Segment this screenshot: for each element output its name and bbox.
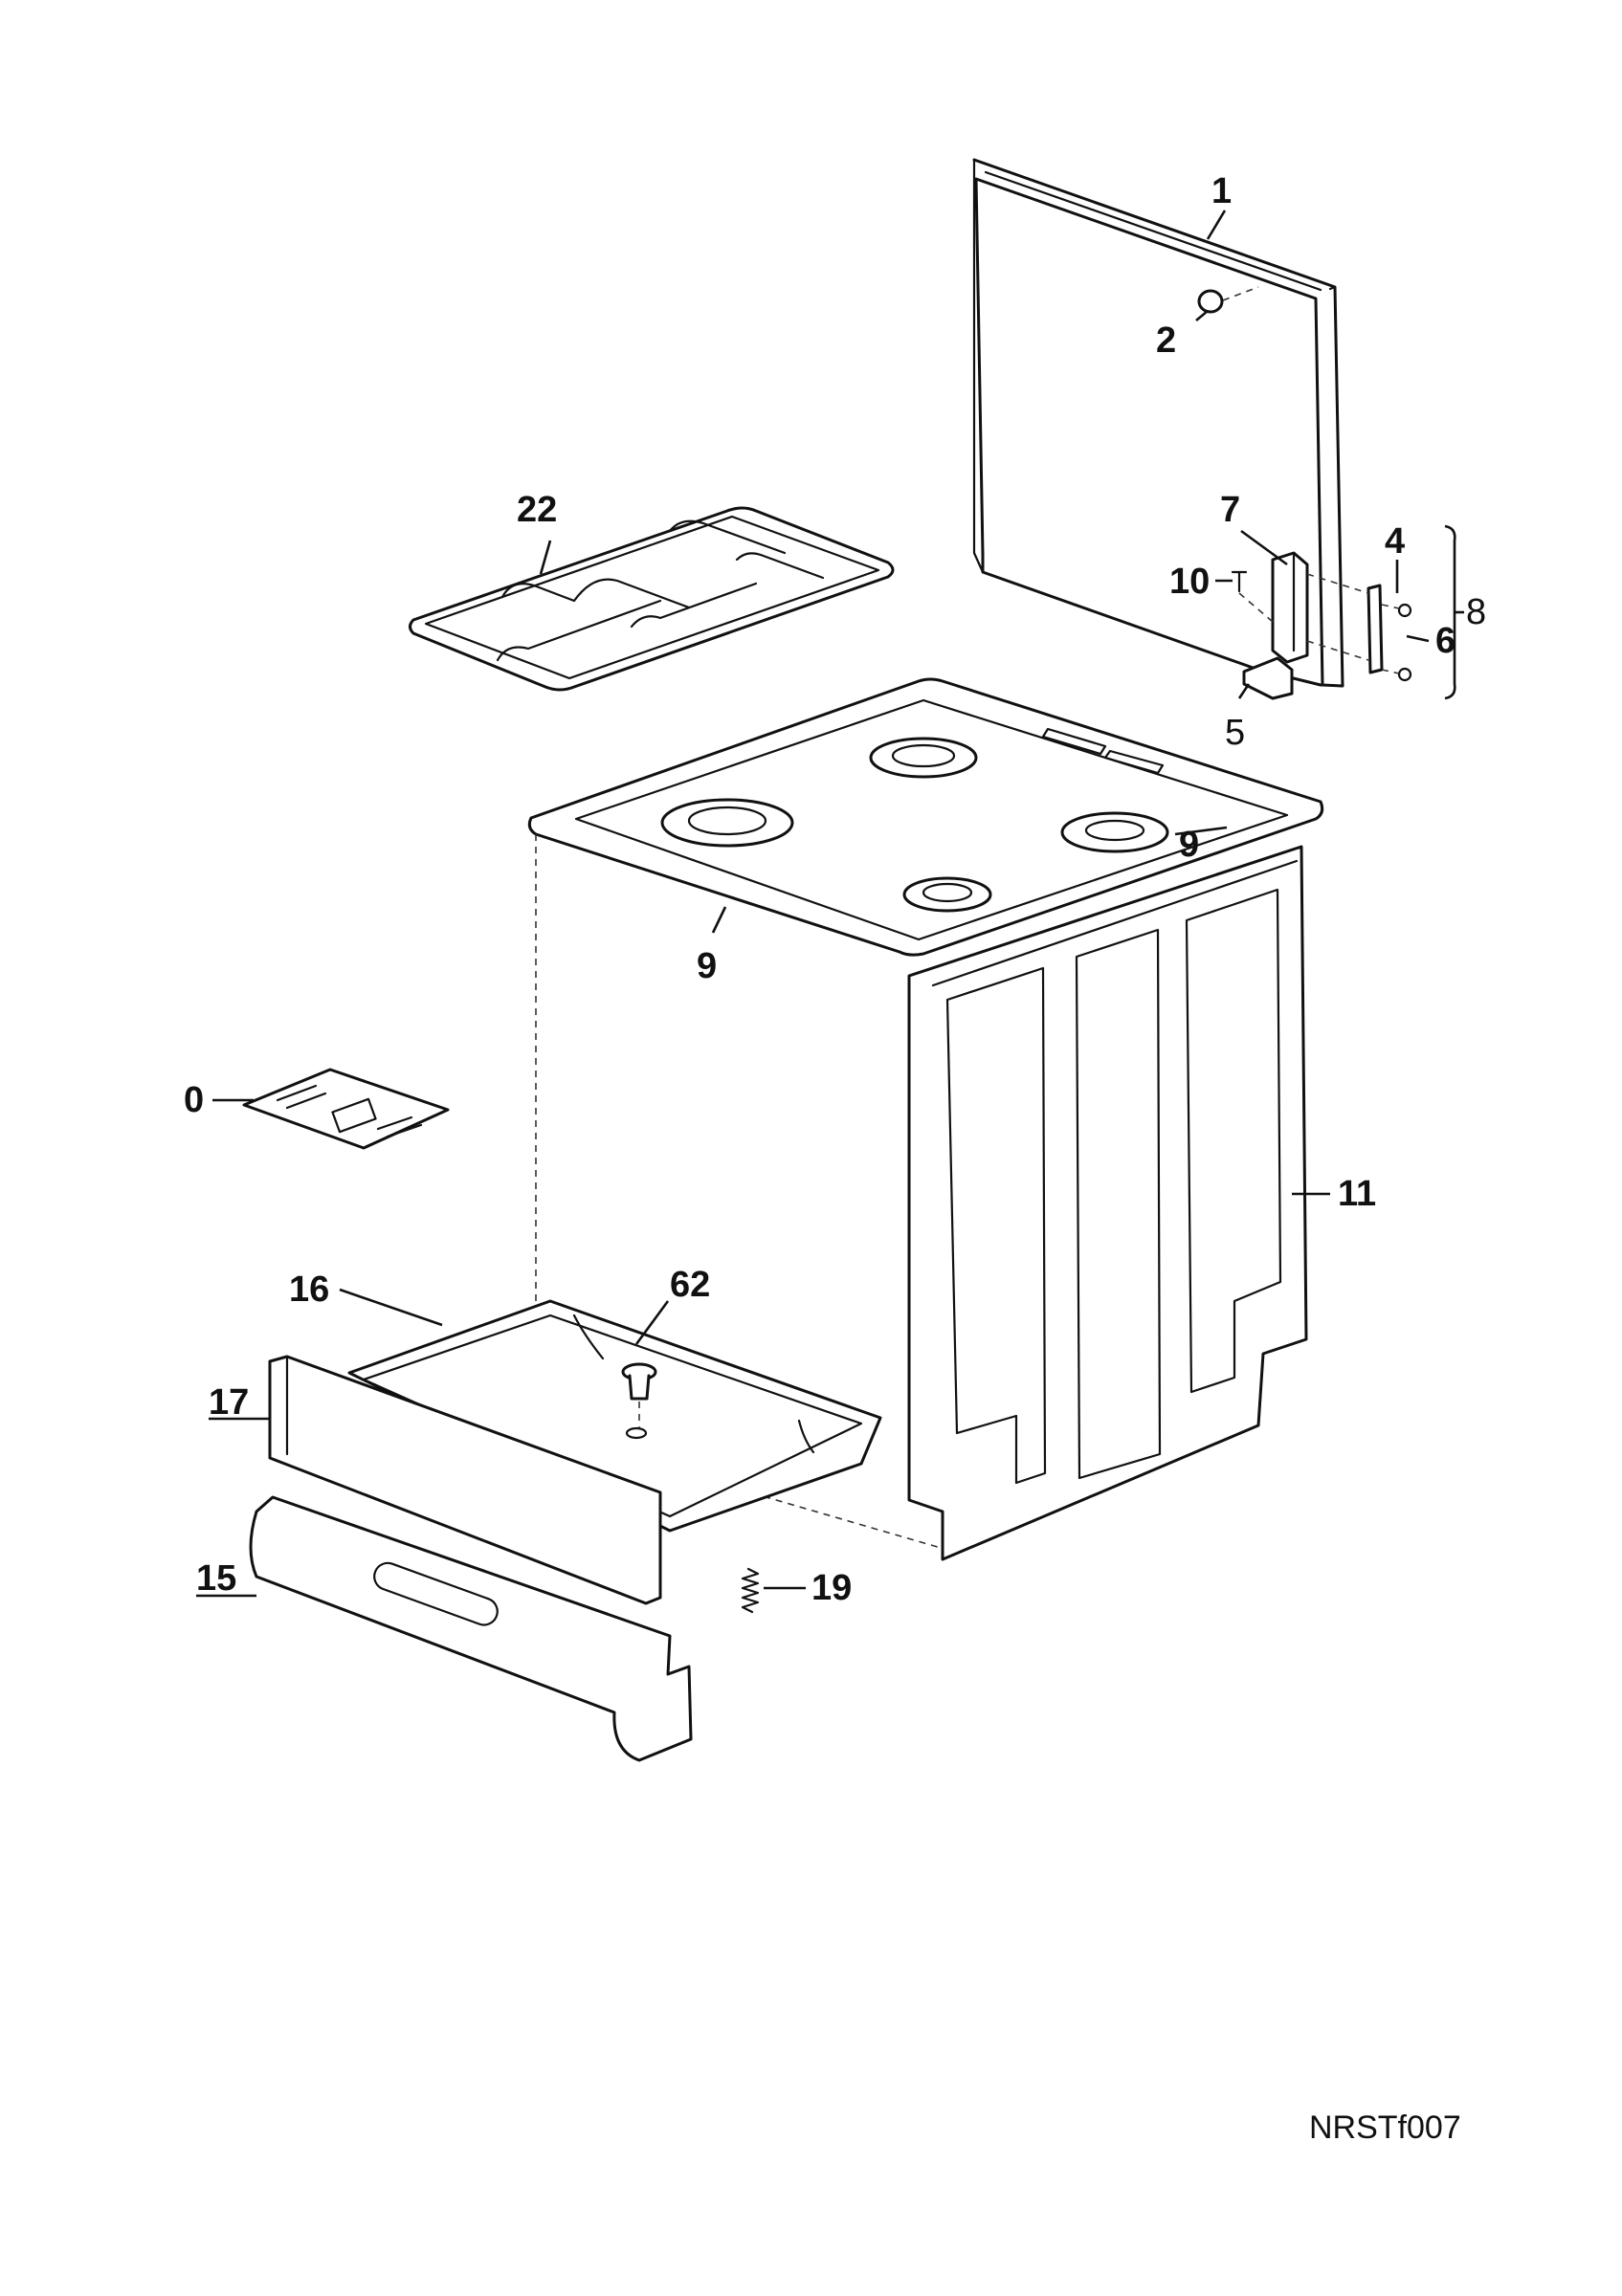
callout-22: 22 [517, 490, 557, 530]
hinge-assembly [1231, 551, 1412, 700]
callout-labels: 1 2 22 7 4 10 6 8 5 9 9 11 0 16 62 17 15… [184, 171, 1486, 1608]
callout-9-right: 9 [1179, 825, 1199, 865]
part-9-hob-top [527, 677, 1324, 957]
leader-lines [196, 210, 1464, 1598]
callout-2: 2 [1156, 320, 1176, 361]
callout-6: 6 [1435, 621, 1455, 661]
cooker-body [527, 677, 1324, 1561]
callout-7: 7 [1220, 490, 1240, 530]
part-2-stud [1197, 286, 1259, 314]
callout-16: 16 [289, 1269, 329, 1310]
callout-1: 1 [1211, 171, 1232, 211]
part-4-screw-top [1397, 603, 1412, 618]
drawing-code: NRSTf007 [1309, 2109, 1461, 2146]
callout-5: 5 [1225, 713, 1245, 753]
part-10-screw [1231, 570, 1248, 593]
part-6-plate [1366, 584, 1384, 674]
callout-4: 4 [1385, 521, 1405, 562]
part-4-screw-bottom [1397, 667, 1412, 682]
callout-0: 0 [184, 1080, 204, 1120]
callout-8: 8 [1466, 592, 1486, 632]
part-17-drawer-front [268, 1355, 662, 1605]
part-5-hinge-base [1242, 656, 1294, 700]
part-11-side-panel [907, 845, 1308, 1561]
callout-15: 15 [196, 1558, 236, 1599]
callout-10: 10 [1169, 562, 1210, 602]
part-62-clip [621, 1362, 657, 1427]
part-0-manual [242, 1068, 450, 1150]
callout-11: 11 [1338, 1174, 1376, 1214]
part-22-pan-support [409, 506, 895, 692]
callout-62: 62 [670, 1265, 710, 1305]
part-7-hinge [1271, 551, 1309, 664]
callout-9-front: 9 [697, 946, 717, 986]
callout-19: 19 [811, 1568, 852, 1608]
part-19-spring [741, 1567, 760, 1614]
part-15-plinth [249, 1495, 693, 1762]
callout-17: 17 [209, 1382, 249, 1423]
